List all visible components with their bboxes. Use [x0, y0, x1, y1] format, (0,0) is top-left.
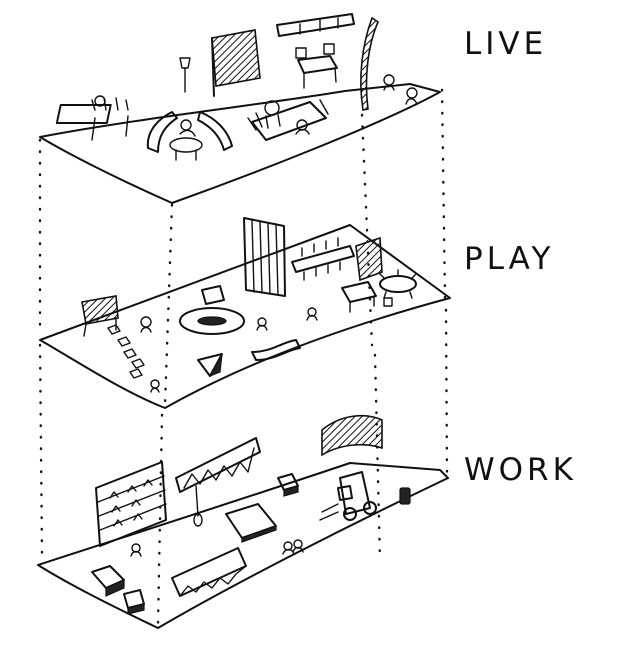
level-label-live: LIVE [464, 26, 547, 62]
level-label-play: PLAY [464, 241, 554, 277]
level-label-work: WORK [464, 452, 577, 488]
work-equipment [92, 416, 410, 614]
live-floor-plate [40, 84, 440, 203]
